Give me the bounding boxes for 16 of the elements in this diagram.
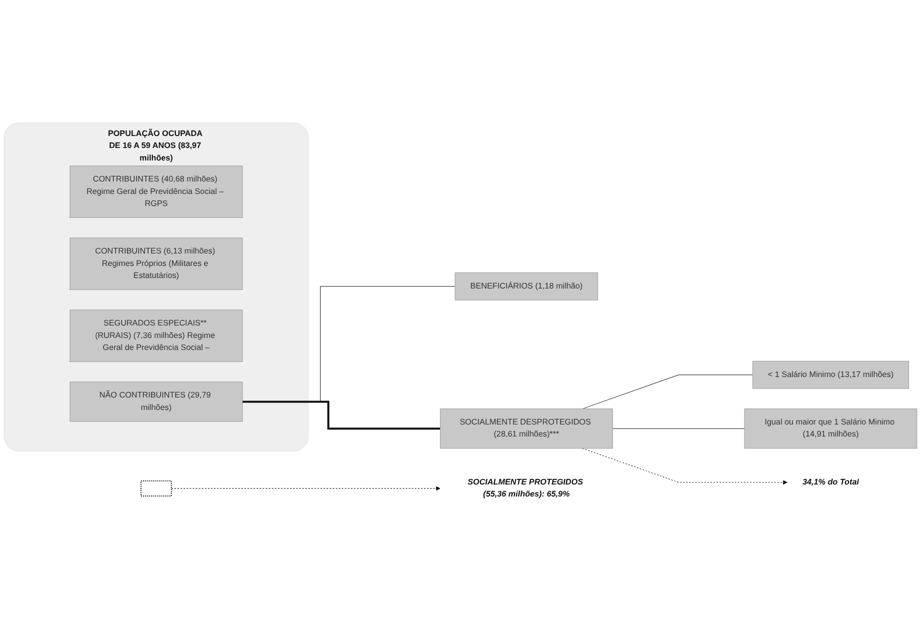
- node-box: CONTRIBUINTES (6,13 milhões) Regimes Próprios (Militares e Estatutários): [70, 238, 243, 290]
- node-text: SOCIALMENTE PROTEGIDOS (55,36 milhões): 65,9%: [468, 478, 584, 499]
- node-box: Igual ou maior que 1 Salário Minimo (14,91 milhões): [744, 408, 918, 449]
- node-box: BENEFICIÁRIOS (1,18 milhão): [454, 272, 598, 300]
- arrow: [171, 486, 440, 491]
- node-text: 34,1% do Total: [802, 478, 859, 486]
- node-box: NÃO CONTRIBUINTES (29,79 milhões): [70, 382, 243, 422]
- connector: [612, 428, 745, 429]
- connector: [242, 400, 440, 430]
- arrow: [582, 448, 788, 485]
- node-box: CONTRIBUINTES (40,68 milhões) Regime Geral de Previdência Social – RGPS: [70, 166, 243, 218]
- node-box: [140, 480, 172, 497]
- node-box: SOCIALMENTE DESPROTEGIDOS (28,61 milhões)***: [440, 408, 613, 449]
- node-box: SEGURADOS ESPECIAIS** (RURAIS) (7,36 milhões) Regime Geral de Previdência Social –: [70, 310, 243, 362]
- connector: [582, 374, 753, 410]
- node-box: < 1 Salário Minimo (13,17 milhões): [752, 360, 909, 389]
